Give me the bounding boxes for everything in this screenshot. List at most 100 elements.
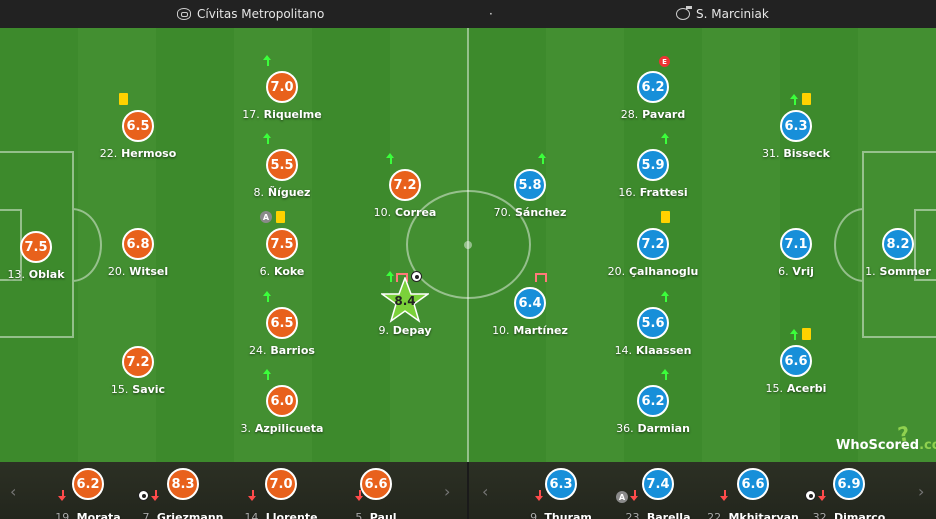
sub-llorente[interactable]: 7.0 14. Llorente <box>226 468 336 519</box>
player-name: Oblak <box>28 268 65 281</box>
rating-badge: 6.6 <box>780 345 812 377</box>
player-niguez[interactable]: 5.5 8. Ñíguez <box>222 133 342 219</box>
player-azpilicueta[interactable]: 6.0 3. Azpilicueta <box>222 369 342 455</box>
player-name: Klaassen <box>635 344 692 357</box>
rating-badge: 6.9 <box>833 468 865 500</box>
player-name: Witsel <box>129 265 169 278</box>
sub-off-arrow-icon <box>790 329 799 340</box>
player-name: Ñíguez <box>267 186 311 199</box>
match-info-bar: Cívitas Metropolitano · S. Marciniak <box>0 0 936 28</box>
player-name: Acerbi <box>786 382 827 395</box>
stadium-info: Cívitas Metropolitano <box>177 7 324 21</box>
yellow-card-icon <box>119 93 128 105</box>
rating-badge: 6.5 <box>122 110 154 142</box>
away-subs-prev-chevron-icon[interactable]: ‹ <box>482 482 489 501</box>
player-name: Correa <box>394 206 437 219</box>
player-name: Mkhitaryan <box>728 511 799 519</box>
player-vrij[interactable]: 7.1 6. Vrij <box>736 228 856 298</box>
assist-icon: A <box>616 491 628 503</box>
player-oblak[interactable]: 7.5 13. Oblak <box>0 231 96 301</box>
home-subs-next-chevron-icon[interactable]: › <box>444 482 451 501</box>
rating-badge: 7.4 <box>642 468 674 500</box>
rating-badge: 6.6 <box>360 468 392 500</box>
player-bisseck[interactable]: 6.3 31. Bisseck <box>736 93 856 180</box>
player-name: Morata <box>76 511 121 519</box>
sub-off-arrow-icon <box>263 369 272 380</box>
player-name: Bisseck <box>783 147 830 160</box>
player-name: Depay <box>392 324 432 337</box>
referee-info: S. Marciniak <box>676 6 769 21</box>
substitutes-bar: ‹ › ‹ › 6.2 19. Morata 8.3 7. Griezmann … <box>0 462 936 519</box>
player-frattesi[interactable]: 5.9 16. Frattesi <box>593 133 713 219</box>
rating-badge: 6.4 <box>514 287 546 319</box>
sub-thuram[interactable]: 6.3 9. Thuram <box>506 468 616 519</box>
sub-paul[interactable]: 6.6 5. Paul <box>321 468 431 519</box>
player-acerbi[interactable]: 6.6 15. Acerbi <box>736 328 856 415</box>
rating-badge: 7.5 <box>20 231 52 263</box>
player-barrios[interactable]: 6.5 24. Barrios <box>222 291 342 377</box>
rating-badge: 6.5 <box>266 307 298 339</box>
rating-badge: 6.0 <box>266 385 298 417</box>
player-martinez[interactable]: 6.4 10. Martínez <box>470 273 590 357</box>
rating-badge: 5.5 <box>266 149 298 181</box>
rating-badge: 6.2 <box>637 71 669 103</box>
player-hermoso[interactable]: 6.5 22. Hermoso <box>78 93 198 180</box>
yellow-card-icon <box>802 328 811 340</box>
player-klaassen[interactable]: 5.6 14. Klaassen <box>593 291 713 377</box>
sub-on-arrow-icon <box>355 490 364 501</box>
home-subs-prev-chevron-icon[interactable]: ‹ <box>10 482 17 501</box>
sub-off-arrow-icon <box>386 271 395 282</box>
rating-badge: 7.1 <box>780 228 812 260</box>
sub-off-arrow-icon <box>386 153 395 164</box>
player-name: Azpilicueta <box>254 422 324 435</box>
separator-dot: · <box>489 7 493 21</box>
player-name: Savic <box>132 383 166 396</box>
yellow-card-icon <box>661 211 670 223</box>
rating-badge: 5.9 <box>637 149 669 181</box>
sub-on-arrow-icon <box>630 490 639 501</box>
player-riquelme[interactable]: 7.0 17. Riquelme <box>222 55 342 141</box>
player-witsel[interactable]: 6.8 20. Witsel <box>78 228 198 298</box>
player-name: Koke <box>273 265 305 278</box>
goal-frame-icon <box>535 273 547 282</box>
referee-name: S. Marciniak <box>696 7 769 21</box>
player-name: Darmian <box>637 422 690 435</box>
player-savic[interactable]: 7.2 15. Savic <box>78 346 198 416</box>
pitch: 7.5 13. Oblak 6.5 22. Hermoso 6.8 20. Wi… <box>0 28 936 462</box>
player-name: Barrios <box>270 344 315 357</box>
sub-dimarco[interactable]: 6.9 32. Dimarco <box>794 468 904 519</box>
player-sanchez[interactable]: 5.8 70. Sánchez <box>470 153 590 239</box>
player-koke[interactable]: A 7.5 6. Koke <box>259 211 305 278</box>
rating-badge: 6.3 <box>780 110 812 142</box>
stadium-name: Cívitas Metropolitano <box>197 7 325 21</box>
player-name: Çalhanoglu <box>628 265 699 278</box>
player-correa[interactable]: 7.2 10. Correa <box>345 153 465 239</box>
sub-barella[interactable]: A 7.4 23. Barella <box>603 468 713 519</box>
player-sommer[interactable]: 8.2 1. Sommer <box>838 228 936 298</box>
right-penalty-area <box>862 151 936 338</box>
whoscored-logo: WhoScored.com ? <box>836 421 936 453</box>
stadium-icon <box>177 8 191 20</box>
rating-badge: 7.0 <box>265 468 297 500</box>
sub-on-arrow-icon <box>58 490 67 501</box>
sub-off-arrow-icon <box>538 153 547 164</box>
player-name: Barella <box>646 511 691 519</box>
player-darmian[interactable]: 6.2 36. Darmian <box>593 369 713 455</box>
player-name: Llorente <box>265 511 318 519</box>
sub-griezmann[interactable]: 8.3 7. Griezmann <box>128 468 238 519</box>
player-name: Sommer <box>879 265 931 278</box>
sub-mkhitaryan[interactable]: 6.6 22. Mkhitaryan <box>698 468 808 519</box>
sub-on-arrow-icon <box>151 490 160 501</box>
player-depay[interactable]: 8.4 9. Depay <box>345 271 465 357</box>
player-pavard[interactable]: E 6.2 28. Pavard <box>620 56 686 121</box>
player-name: Thuram <box>544 511 592 519</box>
center-circle <box>406 190 531 299</box>
player-name: Riquelme <box>263 108 322 121</box>
rating-badge: 5.8 <box>514 169 546 201</box>
player-calhanoglu[interactable]: 7.2 20. Çalhanoglu <box>593 211 713 298</box>
error-icon: E <box>659 56 670 67</box>
yellow-card-icon <box>276 211 285 223</box>
sub-off-arrow-icon <box>661 291 670 302</box>
sub-morata[interactable]: 6.2 19. Morata <box>33 468 143 519</box>
away-subs-next-chevron-icon[interactable]: › <box>918 482 925 501</box>
